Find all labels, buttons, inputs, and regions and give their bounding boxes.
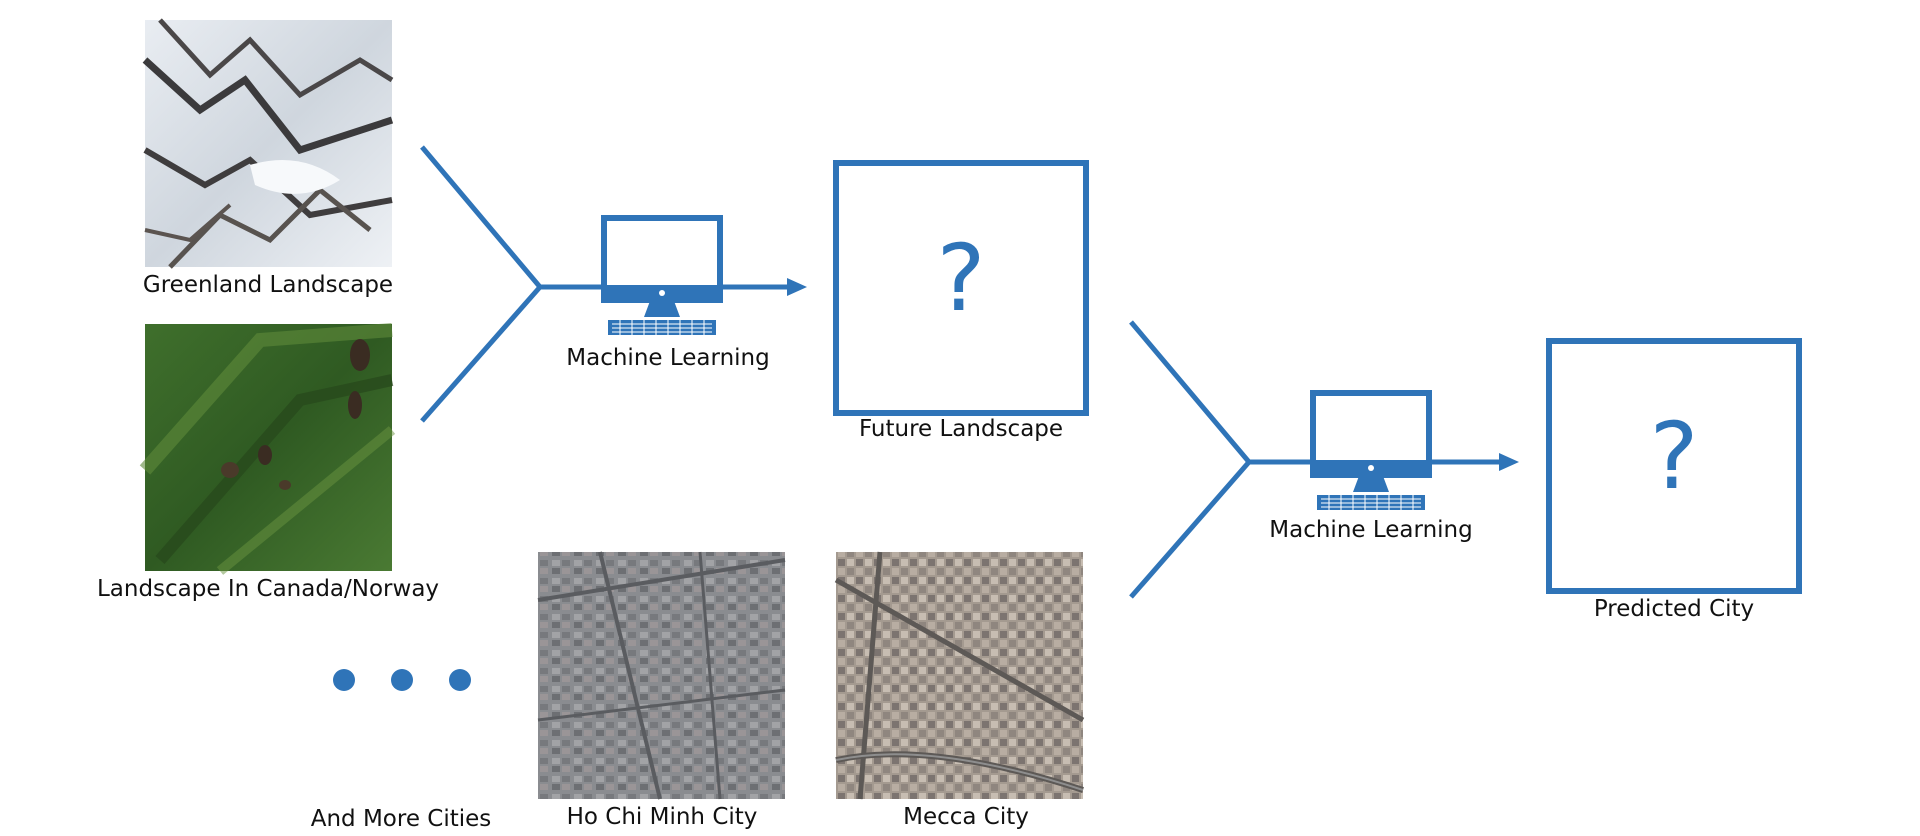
stage2-machine-learning-label: Machine Learning — [1269, 517, 1473, 543]
future-landscape-box — [833, 160, 1089, 416]
mecca-city-image — [834, 551, 1085, 800]
greenland-landscape-label: Greenland Landscape — [142, 272, 394, 298]
predicted-city-question-mark: ? — [1649, 403, 1699, 510]
future-landscape-question-mark: ? — [936, 225, 986, 332]
desktop-computer-icon — [1310, 390, 1432, 510]
ho-chi-minh-city-image — [537, 551, 786, 800]
stage1-machine-learning-label: Machine Learning — [566, 345, 770, 371]
predicted-city-box — [1546, 338, 1802, 594]
canada-norway-landscape-label: Landscape In Canada/Norway — [96, 576, 440, 602]
ellipsis-dots-icon — [333, 669, 471, 691]
desktop-computer-icon — [601, 215, 723, 335]
ho-chi-minh-city-label: Ho Chi Minh City — [566, 804, 758, 830]
more-cities-label: And More Cities — [310, 806, 492, 832]
predicted-city-label: Predicted City — [1593, 596, 1755, 622]
canada-norway-landscape-image — [139, 323, 396, 575]
mecca-city-label: Mecca City — [903, 804, 1029, 830]
greenland-landscape-image — [142, 18, 394, 269]
future-landscape-label: Future Landscape — [858, 416, 1064, 442]
